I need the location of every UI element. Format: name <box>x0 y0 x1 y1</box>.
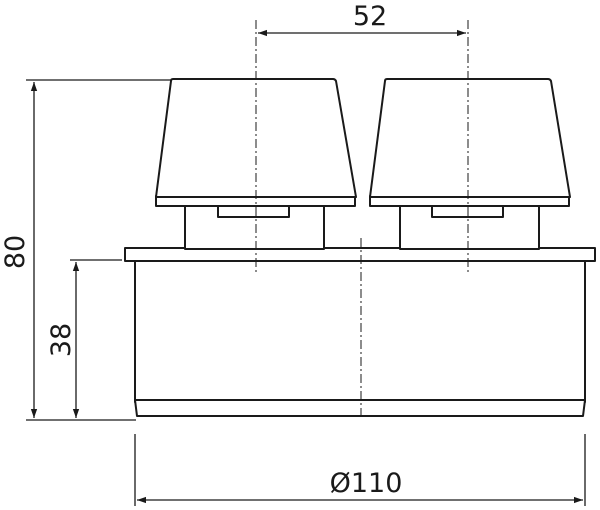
dimension-total-height: 80 <box>0 79 172 421</box>
right-valve-cap <box>369 78 571 198</box>
diameter-value: Ø110 <box>330 468 403 499</box>
dimension-diameter: Ø110 <box>134 434 586 506</box>
right-valve <box>369 78 571 250</box>
body-cylinder <box>134 259 586 403</box>
total-height-value: 80 <box>0 235 31 269</box>
body-bottom-rim <box>134 399 586 417</box>
dimension-body-height: 38 <box>46 259 122 418</box>
pipe-body <box>124 247 596 417</box>
left-valve-slot <box>217 205 290 218</box>
center-lines <box>255 20 469 420</box>
body-top-flange <box>124 247 596 262</box>
spacing-value: 52 <box>353 1 387 32</box>
body-height-value: 38 <box>46 323 77 357</box>
dimension-spacing: 52 <box>258 1 466 37</box>
